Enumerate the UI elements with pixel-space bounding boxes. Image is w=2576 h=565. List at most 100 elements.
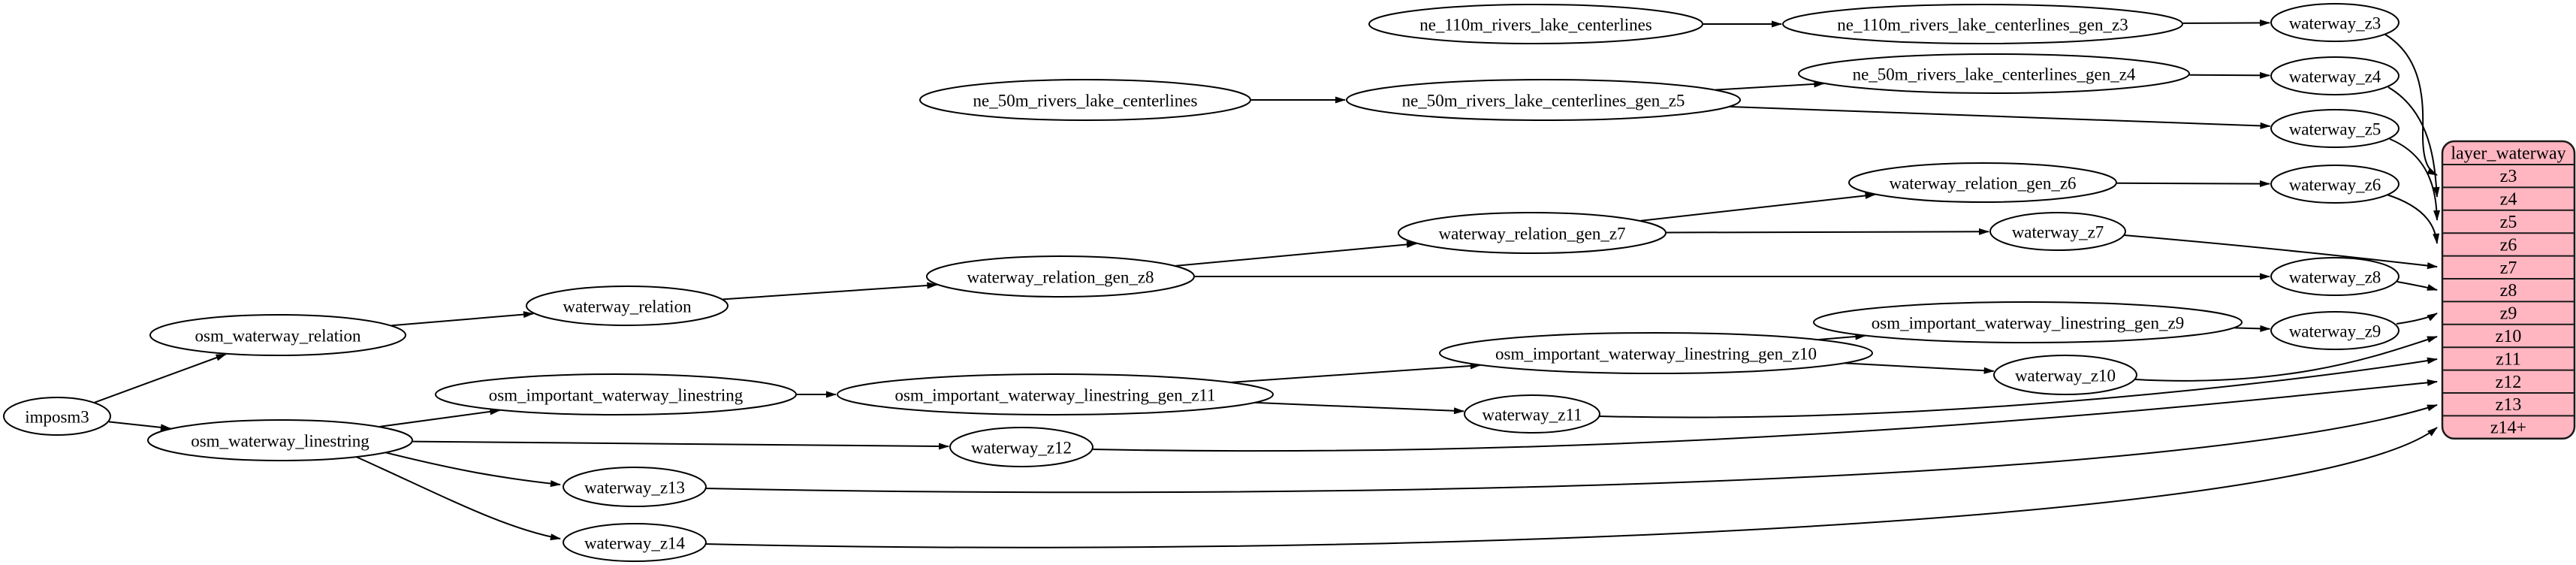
node-label-waterway_relation: waterway_relation — [563, 298, 692, 316]
edge-osm_waterway_linestring--to--waterway_z12 — [412, 440, 950, 450]
node-ellipse-waterway_relation_gen_z7 — [1398, 212, 1667, 254]
table-row-z3: z3 — [2500, 167, 2517, 186]
node-label-osm_important_waterway_linestring: osm_important_waterway_linestring — [489, 386, 744, 405]
edge-ne_50m_rivers_lake_centerlines_gen_z5--to--waterway_z5 — [1730, 106, 2271, 129]
node-ellipse-waterway_z5 — [2270, 109, 2400, 148]
node-label-osm_important_waterway_linestring_gen_z10: osm_important_waterway_linestring_gen_z1… — [1495, 345, 1817, 364]
node-label-waterway_z3: waterway_z3 — [2289, 14, 2381, 33]
table-row-z12: z12 — [2496, 373, 2522, 392]
edge-waterway_z5--to--layer_waterway-z5 — [2389, 138, 2441, 221]
table-row-z11: z11 — [2496, 349, 2521, 369]
node-label-waterway_z7: waterway_z7 — [2012, 223, 2104, 242]
table-row-z6: z6 — [2500, 235, 2517, 255]
node-label-waterway_z9: waterway_z9 — [2289, 322, 2381, 341]
table-layer: layer_waterwayz3z4z5z6z7z8z9z10z11z12z13… — [2441, 140, 2576, 440]
node-label-osm_important_waterway_linestring_gen_z11: osm_important_waterway_linestring_gen_z1… — [894, 386, 1215, 405]
edge-waterway_z8--to--layer_waterway-z8 — [2397, 281, 2438, 291]
node-ellipse-waterway_relation_gen_z8 — [926, 255, 1195, 298]
edge-waterway_relation_gen_z7--to--waterway_z7 — [1666, 228, 1989, 235]
node-label-waterway_z6: waterway_z6 — [2289, 176, 2381, 195]
node-label-waterway_z11: waterway_z11 — [1482, 406, 1582, 425]
node-ellipse-osm_waterway_linestring — [147, 419, 413, 461]
node-label-waterway_z4: waterway_z4 — [2289, 68, 2381, 86]
node-label-waterway_z10: waterway_z10 — [2015, 367, 2116, 385]
edge-waterway_relation_gen_z8--to--waterway_relation_gen_z7 — [1175, 240, 1417, 267]
edge-waterway_z6--to--layer_waterway-z6 — [2386, 194, 2440, 244]
node-waterway_relation_gen_z7: waterway_relation_gen_z7 — [1398, 212, 1667, 254]
node-label-waterway_relation_gen_z6: waterway_relation_gen_z6 — [1889, 174, 2076, 193]
table-frame — [2441, 140, 2576, 440]
edge-osm_waterway_linestring--to--osm_important_waterway_linestring — [379, 408, 501, 428]
node-ellipse-osm_important_waterway_linestring_gen_z9 — [1813, 301, 2243, 343]
node-waterway_relation: waterway_relation — [526, 286, 728, 326]
node-waterway_relation_gen_z6: waterway_relation_gen_z6 — [1848, 162, 2117, 203]
node-label-waterway_relation_gen_z7: waterway_relation_gen_z7 — [1438, 225, 1625, 243]
edge-waterway_z13--to--layer_waterway-z13 — [704, 404, 2438, 494]
node-ellipse-waterway_z7 — [1989, 212, 2126, 251]
edge-waterway_relation_gen_z7--to--waterway_relation_gen_z6 — [1640, 192, 1876, 222]
node-ellipse-imposm3 — [3, 397, 111, 436]
node-ellipse-waterway_z9 — [2270, 311, 2400, 350]
node-ne_50m_rivers_lake_centerlines: ne_50m_rivers_lake_centerlines — [919, 79, 1251, 121]
node-waterway_z14: waterway_z14 — [563, 523, 707, 562]
edge-osm_important_waterway_linestring_gen_z10--to--osm_important_waterway_linestring_gen_z9 — [1818, 333, 1866, 340]
table-title: layer_waterway — [2451, 144, 2565, 164]
node-ellipse-waterway_relation_gen_z6 — [1848, 162, 2117, 203]
table-layer_waterway: layer_waterwayz3z4z5z6z7z8z9z10z11z12z13… — [2441, 140, 2576, 440]
node-ellipse-osm_important_waterway_linestring_gen_z10 — [1439, 332, 1873, 374]
node-waterway_z6: waterway_z6 — [2270, 165, 2400, 204]
node-label-waterway_z13: waterway_z13 — [584, 479, 685, 497]
node-waterway_z12: waterway_z12 — [949, 427, 1093, 467]
node-label-ne_110m_rivers_lake_centerlines_gen_z3: ne_110m_rivers_lake_centerlines_gen_z3 — [1837, 16, 2128, 35]
node-waterway_relation_gen_z8: waterway_relation_gen_z8 — [926, 255, 1195, 298]
node-osm_important_waterway_linestring_gen_z10: osm_important_waterway_linestring_gen_z1… — [1439, 332, 1873, 374]
node-ellipse-ne_110m_rivers_lake_centerlines_gen_z3 — [1782, 4, 2183, 44]
edges-layer — [94, 19, 2441, 548]
node-waterway_z5: waterway_z5 — [2270, 109, 2400, 148]
node-imposm3: imposm3 — [3, 397, 111, 436]
node-label-waterway_relation_gen_z8: waterway_relation_gen_z8 — [967, 268, 1154, 287]
node-label-waterway_z8: waterway_z8 — [2289, 268, 2381, 287]
node-ellipse-osm_waterway_relation — [149, 314, 406, 356]
edge-waterway_relation--to--waterway_relation_gen_z8 — [722, 282, 938, 301]
node-ne_110m_rivers_lake_centerlines_gen_z3: ne_110m_rivers_lake_centerlines_gen_z3 — [1782, 4, 2183, 44]
node-label-ne_110m_rivers_lake_centerlines: ne_110m_rivers_lake_centerlines — [1419, 16, 1652, 35]
node-waterway_z10: waterway_z10 — [1993, 355, 2137, 395]
node-ne_50m_rivers_lake_centerlines_gen_z4: ne_50m_rivers_lake_centerlines_gen_z4 — [1798, 53, 2190, 94]
node-ellipse-ne_50m_rivers_lake_centerlines_gen_z4 — [1798, 53, 2190, 94]
node-ne_50m_rivers_lake_centerlines_gen_z5: ne_50m_rivers_lake_centerlines_gen_z5 — [1346, 79, 1741, 121]
edge-waterway_z12--to--layer_waterway-z12 — [1090, 379, 2438, 452]
table-row-z5: z5 — [2500, 213, 2517, 232]
table-row-z4: z4 — [2500, 190, 2517, 210]
edge-imposm3--to--osm_waterway_relation — [94, 353, 227, 403]
node-ellipse-waterway_z4 — [2270, 56, 2400, 95]
node-ellipse-osm_important_waterway_linestring — [435, 373, 797, 415]
node-osm_important_waterway_linestring_gen_z9: osm_important_waterway_linestring_gen_z9 — [1813, 301, 2243, 343]
node-ellipse-osm_important_waterway_linestring_gen_z11 — [837, 373, 1274, 415]
edge-waterway_z10--to--layer_waterway-z10 — [2134, 336, 2438, 382]
edge-ne_50m_rivers_lake_centerlines_gen_z5--to--ne_50m_rivers_lake_centerlines_gen_z4 — [1715, 80, 1825, 91]
node-label-waterway_z5: waterway_z5 — [2289, 120, 2381, 139]
node-ellipse-waterway_z12 — [949, 427, 1093, 467]
edge-osm_important_waterway_linestring_gen_z11--to--waterway_z11 — [1255, 401, 1464, 415]
node-ellipse-waterway_z6 — [2270, 165, 2400, 204]
edge-ne_50m_rivers_lake_centerlines_gen_z4--to--waterway_z4 — [2189, 71, 2270, 79]
node-ellipse-ne_110m_rivers_lake_centerlines — [1368, 4, 1703, 44]
node-osm_waterway_linestring: osm_waterway_linestring — [147, 419, 413, 461]
edge-osm_waterway_linestring--to--waterway_z13 — [381, 451, 561, 488]
node-ne_110m_rivers_lake_centerlines: ne_110m_rivers_lake_centerlines — [1368, 4, 1703, 44]
node-waterway_z9: waterway_z9 — [2270, 311, 2400, 350]
node-label-osm_waterway_relation: osm_waterway_relation — [195, 327, 361, 346]
edge-waterway_z3--to--layer_waterway-z3 — [2384, 34, 2438, 176]
table-row-z9: z9 — [2500, 304, 2517, 324]
node-label-ne_50m_rivers_lake_centerlines_gen_z4: ne_50m_rivers_lake_centerlines_gen_z4 — [1853, 65, 2136, 84]
node-osm_waterway_relation: osm_waterway_relation — [149, 314, 406, 356]
node-label-ne_50m_rivers_lake_centerlines_gen_z5: ne_50m_rivers_lake_centerlines_gen_z5 — [1402, 92, 1685, 110]
table-row-z13: z13 — [2496, 395, 2522, 415]
node-waterway_z7: waterway_z7 — [1989, 212, 2126, 251]
edge-osm_waterway_relation--to--waterway_relation — [391, 311, 534, 327]
node-label-imposm3: imposm3 — [25, 408, 89, 427]
node-waterway_z13: waterway_z13 — [563, 467, 707, 507]
node-osm_important_waterway_linestring: osm_important_waterway_linestring — [435, 373, 797, 415]
